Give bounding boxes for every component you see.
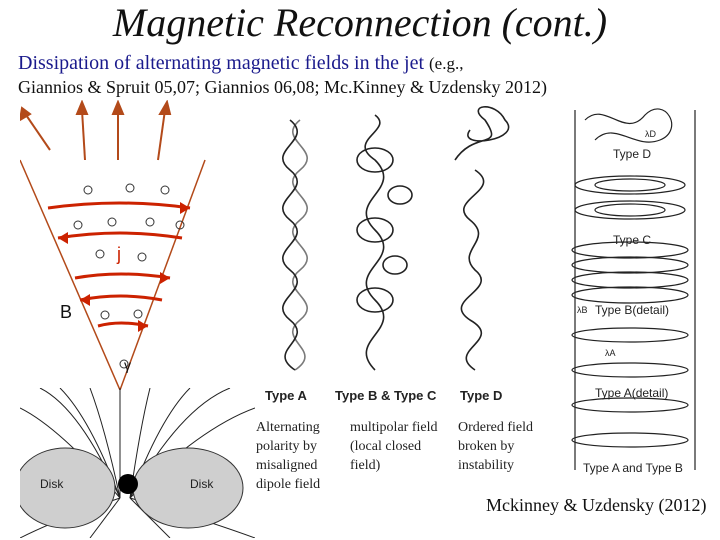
type-a-label: Type A xyxy=(265,388,308,403)
lambda-b-label: λB xyxy=(577,305,588,315)
right-type-d-label: Type D xyxy=(613,147,651,161)
subtitle: Dissipation of alternating magnetic fiel… xyxy=(18,50,578,77)
type-d-tangle xyxy=(584,108,673,143)
disk-right xyxy=(132,447,244,529)
right-type-c-label: Type C xyxy=(613,233,651,247)
type-c-rings xyxy=(574,175,686,220)
caption-alternating: Alternating polarity by misaligned dipol… xyxy=(256,420,321,492)
type-d-label: Type D xyxy=(460,388,502,403)
b-label: B xyxy=(60,302,72,322)
subtitle-references: Giannios & Spruit 05,07; Giannios 06,08;… xyxy=(18,77,547,97)
gamma-label: γ xyxy=(124,357,131,373)
subtitle-main: Dissipation of alternating magnetic fiel… xyxy=(18,52,425,74)
right-type-b-detail-label: Type B(detail) xyxy=(595,303,669,317)
cone-left xyxy=(20,159,121,390)
right-type-a-and-b-label: Type A and Type B xyxy=(583,461,683,475)
subtitle-eg: (e.g., xyxy=(429,54,464,73)
reference-citation: Mckinney & Uzdensky (2012) xyxy=(486,495,707,515)
field-type-diagrams: Type A Type B & Type C Type D xyxy=(265,106,510,403)
type-bc-loops xyxy=(356,114,413,371)
disk-left xyxy=(20,447,116,529)
right-type-a-detail-label: Type A(detail) xyxy=(595,386,668,400)
j-label: j xyxy=(116,244,121,264)
current-symbols xyxy=(73,183,185,369)
type-a-detail-rings xyxy=(571,327,689,448)
central-black-hole xyxy=(118,474,138,494)
caption-ordered: Ordered field broken by instability xyxy=(458,420,534,473)
caption-multipolar: multipolar field (local closed field) xyxy=(350,420,438,473)
outflow-arrows xyxy=(20,100,172,161)
disk-right-label: Disk xyxy=(190,477,214,491)
arc-arrowheads xyxy=(58,202,190,332)
lambda-d-label: λD xyxy=(645,129,657,139)
type-d-tangled xyxy=(454,106,510,371)
detailed-types-panel: λD Type D Type C λB Type B(detail) λA Ty… xyxy=(571,108,696,475)
type-b-detail-helix xyxy=(571,241,689,304)
type-a-helix xyxy=(282,119,308,371)
disk-left-label: Disk xyxy=(40,477,64,491)
lambda-a-label: λA xyxy=(605,348,616,358)
type-bc-label: Type B & Type C xyxy=(335,388,437,403)
slide-title: Magnetic Reconnection (cont.) xyxy=(112,0,608,45)
disk-diagram: Disk Disk xyxy=(20,388,255,538)
jet-diagram: j B γ xyxy=(20,100,206,390)
